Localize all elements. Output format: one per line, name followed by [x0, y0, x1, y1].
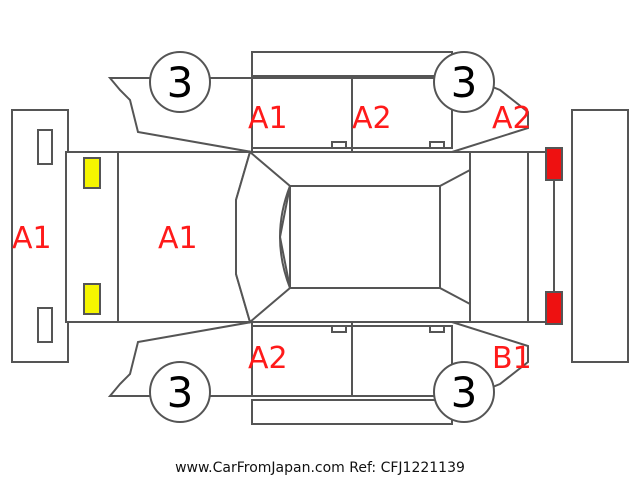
tyre-front-top: 3 — [149, 51, 211, 113]
car-body-top-view — [65, 150, 555, 324]
damage-code-front-door-top: A1 — [248, 101, 288, 136]
tyre-rear-top: 3 — [433, 51, 495, 113]
damage-code-rear-quarter-top: A2 — [492, 101, 532, 136]
tyre-front-bottom-code: 3 — [167, 368, 194, 417]
rear-lamp-bottom — [545, 291, 563, 325]
tyre-rear-bottom-code: 3 — [451, 368, 478, 417]
tyre-front-bottom: 3 — [149, 361, 211, 423]
damage-code-hood: A1 — [158, 221, 198, 256]
front-lamp-top — [83, 157, 101, 189]
front-bumper — [11, 109, 69, 363]
damage-code-rear-quarter-bottom: B1 — [492, 341, 532, 376]
bottom-side-profile — [107, 320, 529, 425]
footer-reference: www.CarFromJapan.com Ref: CFJ1221139 — [175, 460, 465, 476]
tyre-rear-top-code: 3 — [451, 58, 478, 107]
damage-code-front-door-bottom: A2 — [248, 341, 288, 376]
rear-bumper — [571, 109, 629, 363]
tyre-front-top-code: 3 — [167, 58, 194, 107]
damage-code-front-bumper: A1 — [12, 221, 52, 256]
front-lamp-bottom — [83, 283, 101, 315]
damage-code-rear-door-top: A2 — [352, 101, 392, 136]
rear-lamp-top — [545, 147, 563, 181]
tyre-rear-bottom: 3 — [433, 361, 495, 423]
